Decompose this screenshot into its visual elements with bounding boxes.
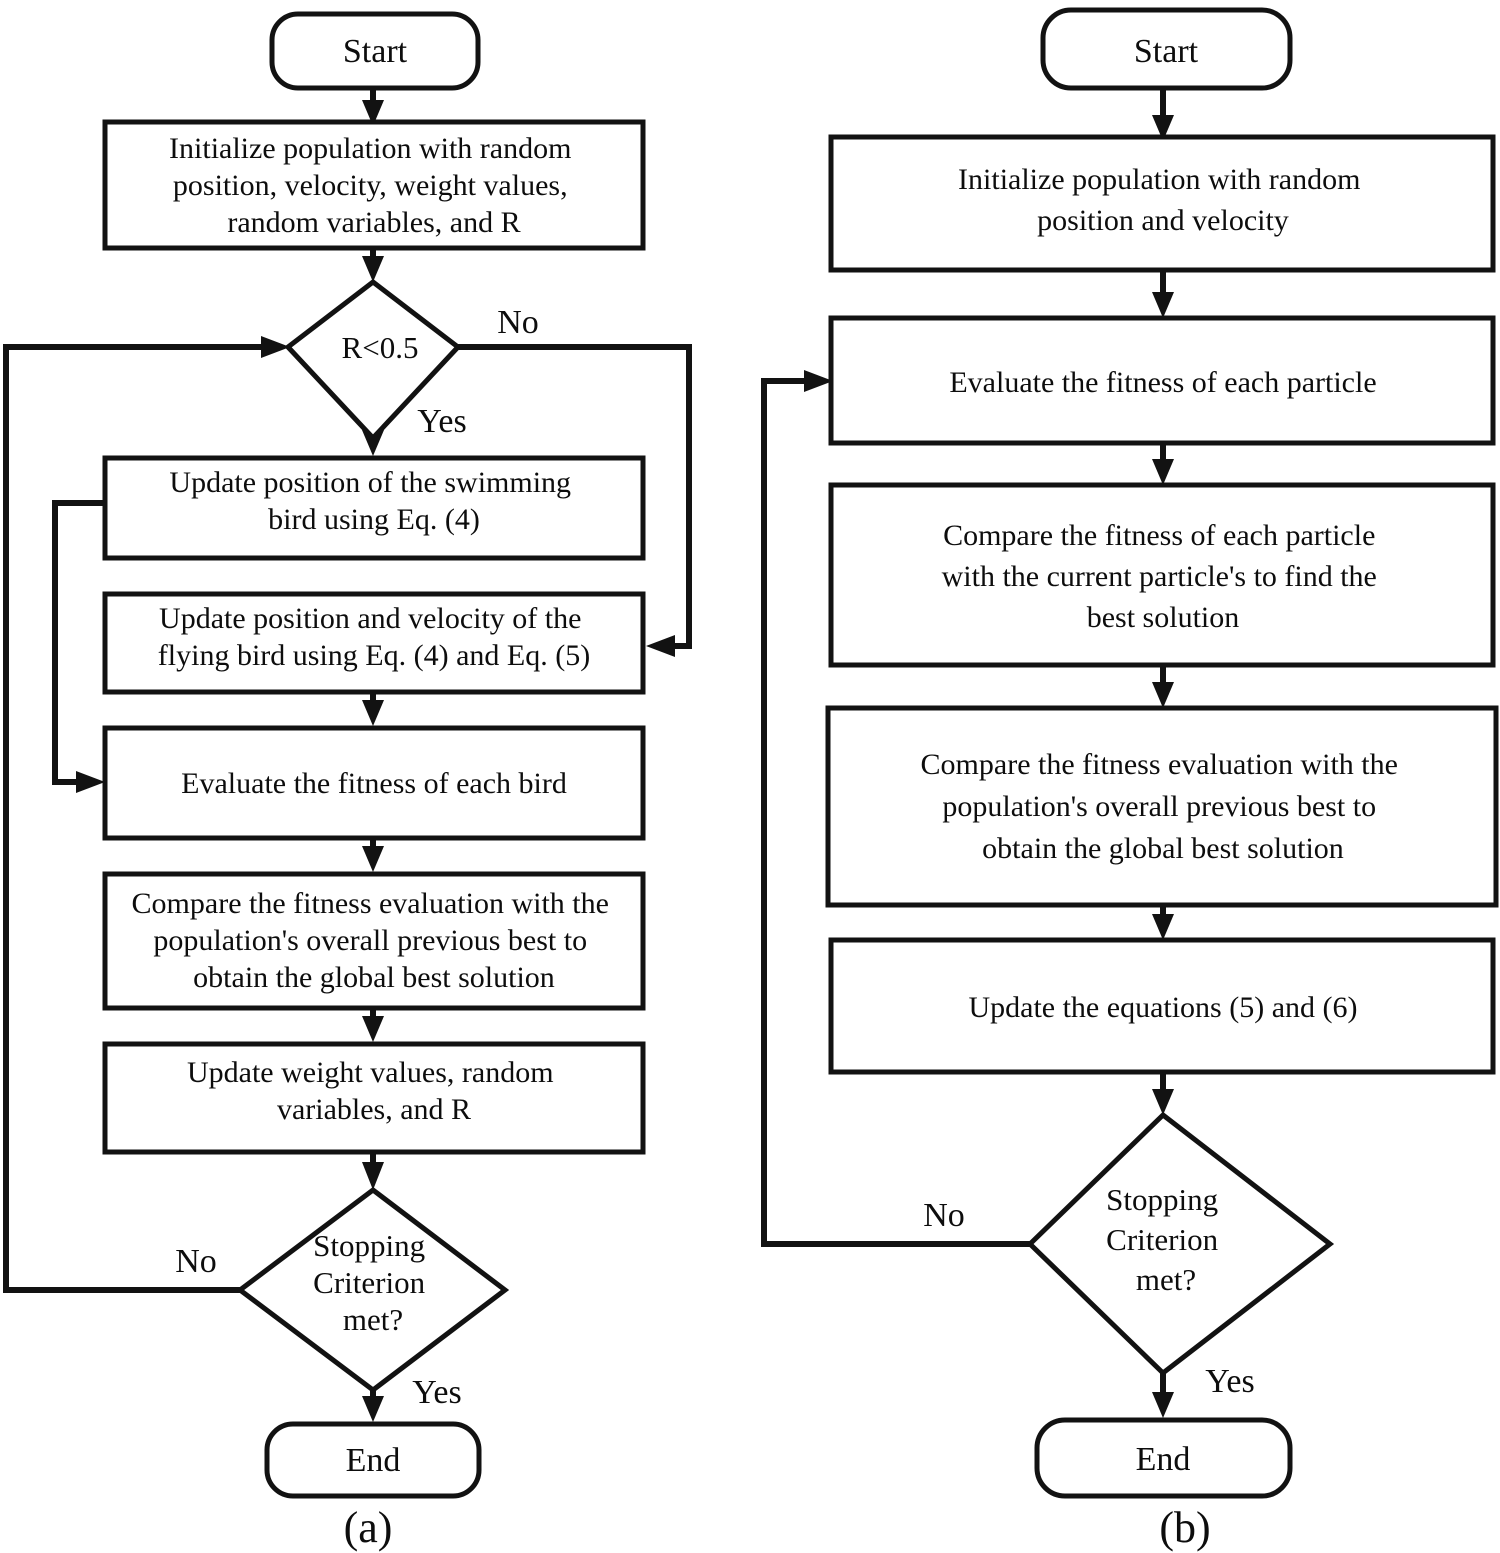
terminator-shape bbox=[264, 1421, 482, 1499]
process-shape bbox=[102, 871, 646, 1011]
node-label: R<0.5 bbox=[342, 330, 419, 365]
decision-shape bbox=[1026, 1111, 1335, 1377]
node-label: Evaluate the fitness of each bird bbox=[181, 767, 567, 800]
node-label: Update the equations (5) and (6) bbox=[968, 991, 1357, 1024]
node-b-end[interactable]: End bbox=[1034, 1417, 1293, 1499]
node-b-update[interactable]: Update the equations (5) and (6) bbox=[828, 937, 1496, 1075]
panel-a-connectors bbox=[3, 88, 692, 1422]
edge-label-yes: Yes bbox=[412, 1374, 461, 1411]
node-label: Update position and velocity of the flyi… bbox=[158, 602, 590, 672]
process-shape bbox=[102, 455, 646, 561]
edge-label-no: No bbox=[923, 1197, 965, 1234]
panel-b-caption: (b) bbox=[1159, 1503, 1210, 1552]
process-shape bbox=[828, 315, 1496, 446]
process-shape bbox=[102, 591, 646, 695]
decision-shape bbox=[235, 1186, 510, 1394]
process-shape bbox=[825, 705, 1499, 908]
node-a-update[interactable]: Update weight values, random variables, … bbox=[102, 1041, 646, 1155]
node-label: Start bbox=[1134, 33, 1199, 70]
node-a-eval[interactable]: Evaluate the fitness of each bird bbox=[102, 725, 646, 841]
process-shape bbox=[828, 482, 1496, 668]
edge-label-no: No bbox=[497, 304, 539, 341]
node-a-decision-stop[interactable]: Stopping Criterion met? bbox=[235, 1186, 510, 1394]
node-a-swim[interactable]: Update position of the swimming bird usi… bbox=[102, 455, 646, 561]
process-shape bbox=[102, 119, 646, 251]
node-b-compare2[interactable]: Compare the fitness evaluation with the … bbox=[825, 705, 1499, 908]
node-b-init[interactable]: Initialize population with random positi… bbox=[828, 134, 1496, 273]
process-shape bbox=[102, 725, 646, 841]
node-a-end[interactable]: End bbox=[264, 1421, 482, 1499]
node-label: Start bbox=[343, 33, 408, 70]
edge-label-yes: Yes bbox=[1205, 1363, 1254, 1400]
edge-label-yes: Yes bbox=[417, 403, 466, 440]
panel-b-connectors bbox=[761, 88, 1174, 1418]
node-label: Compare the fitness evaluation with the … bbox=[132, 887, 617, 994]
node-b-decision-stop[interactable]: Stopping Criterion met? bbox=[1026, 1111, 1335, 1377]
node-b-eval[interactable]: Evaluate the fitness of each particle bbox=[828, 315, 1496, 446]
process-shape bbox=[828, 134, 1496, 273]
node-label: Compare the fitness evaluation with the … bbox=[921, 748, 1406, 865]
node-a-decision-r[interactable]: R<0.5 bbox=[284, 278, 462, 442]
node-a-compare[interactable]: Compare the fitness evaluation with the … bbox=[102, 871, 646, 1011]
node-a-fly[interactable]: Update position and velocity of the flyi… bbox=[102, 591, 646, 695]
node-label: Evaluate the fitness of each particle bbox=[949, 366, 1376, 399]
process-shape bbox=[828, 937, 1496, 1075]
node-label: Compare the fitness of each particle wit… bbox=[942, 519, 1385, 634]
decision-shape bbox=[284, 278, 462, 442]
edge-label-no: No bbox=[175, 1243, 217, 1280]
node-label: Update position of the swimming bird usi… bbox=[169, 466, 578, 536]
terminator-shape bbox=[1034, 1417, 1293, 1499]
node-label: Stopping Criterion met? bbox=[1106, 1182, 1226, 1297]
process-shape bbox=[102, 1041, 646, 1155]
terminator-shape bbox=[269, 11, 481, 91]
node-b-compare1[interactable]: Compare the fitness of each particle wit… bbox=[828, 482, 1496, 668]
node-label: Stopping Criterion met? bbox=[313, 1228, 433, 1337]
panel-a-caption: (a) bbox=[344, 1503, 393, 1552]
node-label: Update weight values, random variables, … bbox=[187, 1056, 561, 1126]
terminator-shape bbox=[1040, 7, 1293, 91]
node-label: End bbox=[346, 1442, 401, 1479]
node-b-start[interactable]: Start bbox=[1040, 7, 1293, 91]
node-label: End bbox=[1136, 1441, 1191, 1478]
node-a-init[interactable]: Initialize population with random positi… bbox=[102, 119, 646, 251]
node-label: Initialize population with random positi… bbox=[169, 132, 579, 239]
node-a-start[interactable]: Start bbox=[269, 11, 481, 91]
node-label: Initialize population with random positi… bbox=[958, 163, 1368, 237]
